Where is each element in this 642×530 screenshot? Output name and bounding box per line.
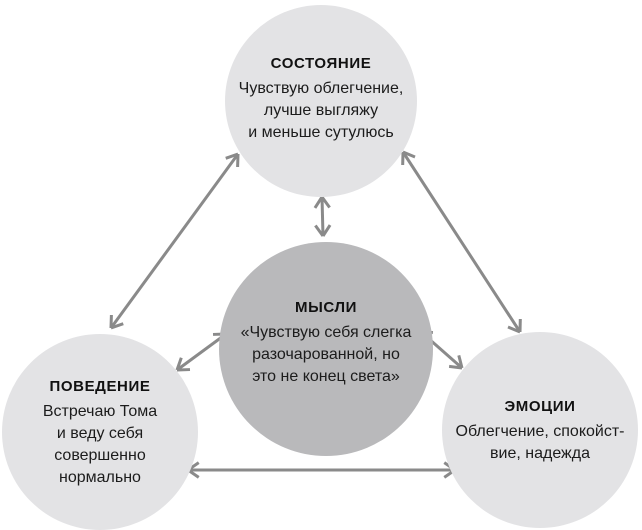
node-state-title: СОСТОЯНИЕ (270, 54, 372, 72)
node-emotions-text: ЭМОЦИИ Облегчение, спокойст- вие, надежд… (456, 396, 625, 465)
node-behavior-title: ПОВЕДЕНИЕ (49, 377, 151, 395)
node-emotions-line: вие, надежда (490, 444, 590, 462)
arrow-state-thoughts (313, 196, 332, 237)
arrow-behavior-emotions (187, 461, 456, 479)
node-behavior-line: и веду себя (56, 424, 144, 442)
node-emotions-line: Облегчение, спокойст- (455, 422, 625, 440)
node-state-line: и меньше сутулюсь (248, 123, 394, 141)
node-behavior-line: совершенно (54, 446, 146, 464)
node-behavior-text: ПОВЕДЕНИЕ Встречаю Тома и веду себя сове… (43, 376, 157, 489)
node-state-circle: СОСТОЯНИЕ Чувствую облегчение, лучше выг… (225, 5, 417, 197)
arrow-state-behavior (109, 152, 240, 330)
node-behavior-line: Встречаю Тома (42, 402, 158, 420)
node-thoughts-line: это не конец света» (252, 367, 400, 385)
node-state-text: СОСТОЯНИЕ Чувствую облегчение, лучше выг… (239, 53, 404, 144)
node-emotions-title: ЭМОЦИИ (504, 397, 576, 415)
node-thoughts-circle: МЫСЛИ «Чувствую себя слегка разочарованн… (219, 242, 433, 456)
node-behavior-line: нормально (59, 468, 141, 486)
node-state-line: лучше выгляжу (263, 101, 379, 119)
node-thoughts-text: МЫСЛИ «Чувствую себя слегка разочарованн… (241, 297, 412, 388)
node-thoughts-line: разочарованной, но (252, 345, 400, 363)
node-state-line: Чувствую облегчение, (238, 79, 404, 97)
node-thoughts-line: «Чувствую себя слегка (240, 323, 412, 341)
node-behavior-circle: ПОВЕДЕНИЕ Встречаю Тома и веду себя сове… (2, 334, 198, 530)
node-thoughts-title: МЫСЛИ (295, 298, 357, 316)
node-emotions-circle: ЭМОЦИИ Облегчение, спокойст- вие, надежд… (442, 332, 638, 528)
